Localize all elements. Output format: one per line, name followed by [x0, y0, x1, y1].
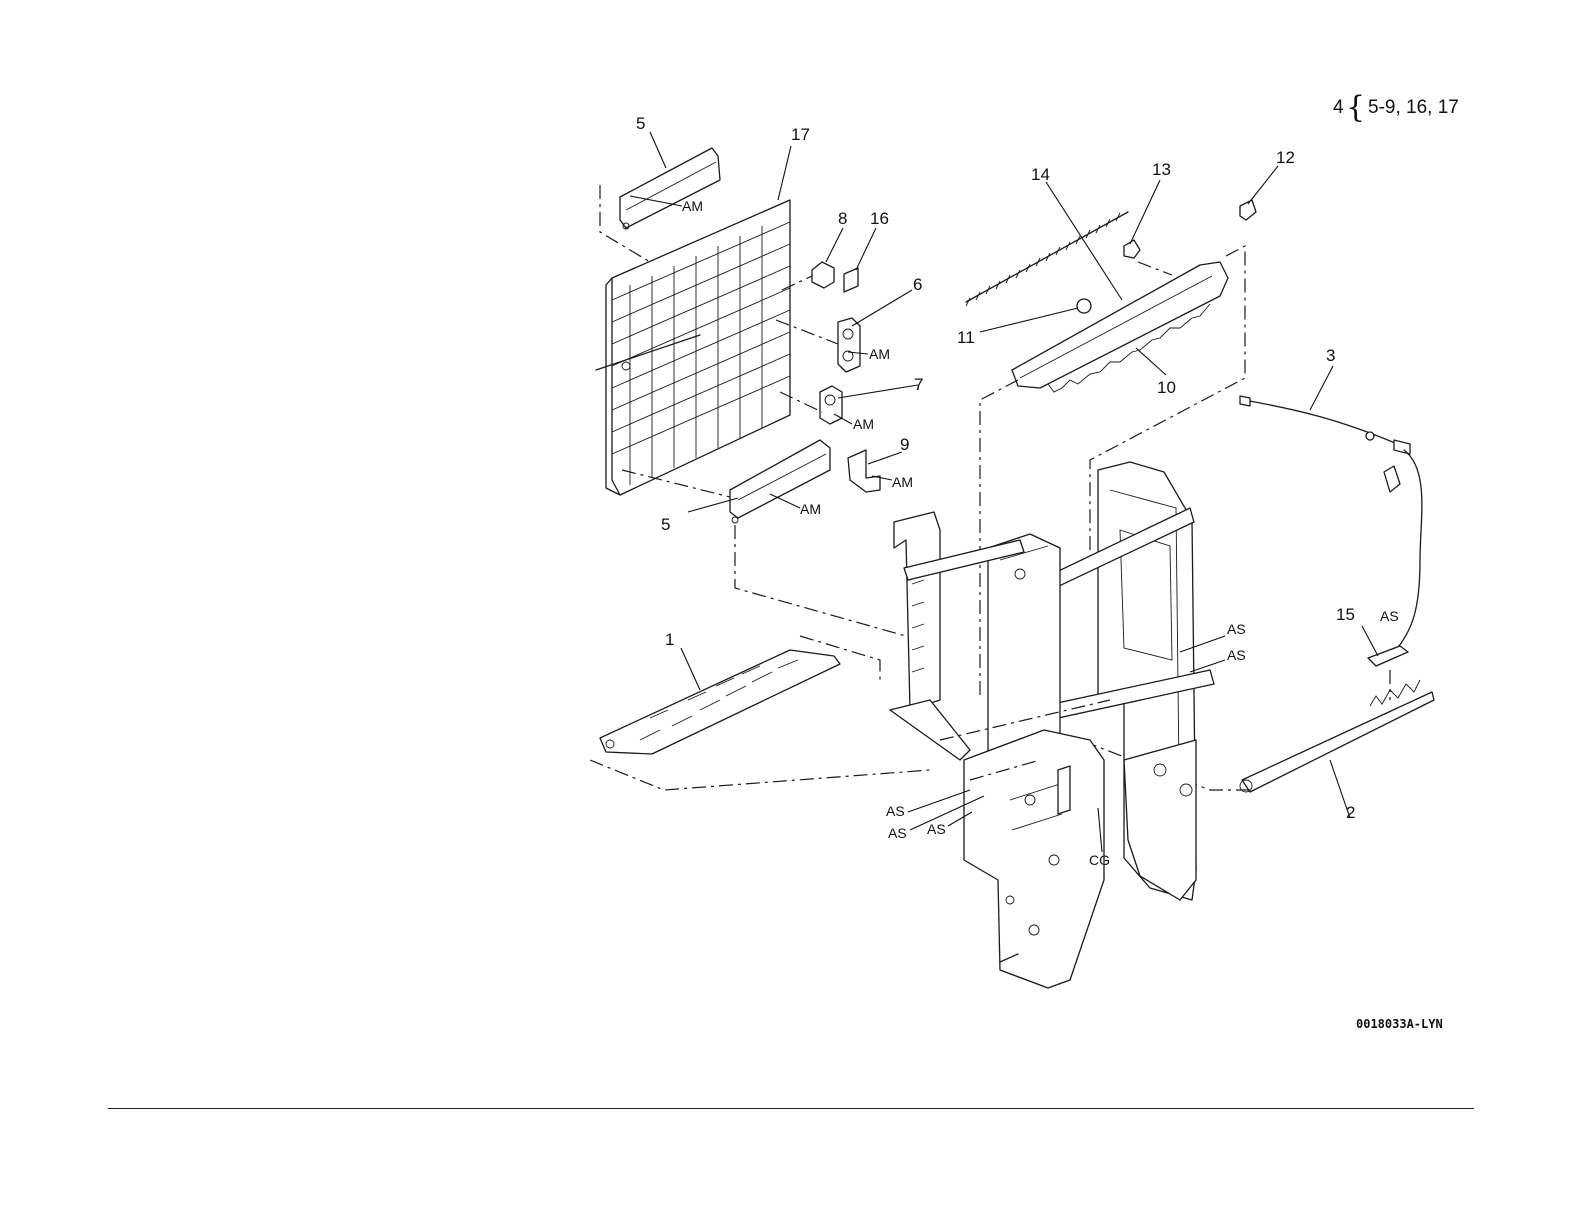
- code-as-4: AS: [886, 803, 905, 819]
- part-6-bracket: [838, 318, 860, 372]
- part-17-rear-cover: [596, 200, 790, 495]
- part-9-bracket: [848, 450, 880, 492]
- part-16-label-plate: [844, 268, 858, 292]
- part-1-bottom-plate: [600, 650, 840, 754]
- code-am-4: AM: [892, 474, 913, 490]
- part-8-block: [812, 262, 834, 288]
- callout-8: 8: [838, 209, 847, 228]
- code-cg: CG: [1089, 852, 1110, 868]
- header-qty: 4: [1333, 97, 1344, 118]
- callout-7: 7: [914, 375, 923, 394]
- main-frame: [890, 462, 1214, 988]
- callout-16: 16: [870, 209, 889, 228]
- footer-divider: [108, 1108, 1474, 1109]
- part-14-brush: [966, 212, 1128, 306]
- code-am-1: AM: [682, 198, 703, 214]
- callout-17: 17: [791, 125, 810, 144]
- callout-3: 3: [1326, 346, 1335, 365]
- callout-11: 11: [957, 328, 975, 347]
- callout-14: 14: [1031, 165, 1050, 184]
- code-am-5: AM: [800, 501, 821, 517]
- part-10-upper-guide: [1012, 200, 1256, 392]
- callout-2: 2: [1346, 803, 1355, 822]
- callout-13: 13: [1152, 160, 1171, 179]
- code-as-1: AS: [1380, 608, 1399, 624]
- code-am-3: AM: [853, 416, 874, 432]
- code-as-3: AS: [1227, 647, 1246, 663]
- part-7-bracket: [820, 386, 842, 424]
- part-2-rail: [1240, 680, 1434, 792]
- header-brace: {: [1346, 90, 1365, 125]
- callout-15: 15: [1336, 605, 1355, 624]
- code-am-2: AM: [869, 346, 890, 362]
- figure-id: 0018033A-LYN: [1356, 1017, 1443, 1031]
- callout-12: 12: [1276, 148, 1295, 167]
- callout-10: 10: [1157, 378, 1176, 397]
- callout-1: 1: [665, 630, 674, 649]
- header-items: 5-9, 16, 17: [1368, 97, 1459, 118]
- callout-5-upper: 5: [636, 114, 645, 133]
- callout-9: 9: [900, 435, 909, 454]
- header-quantity-note: 4 { 5-9, 16, 17: [1333, 90, 1459, 125]
- part-5-upper-brace: [620, 148, 720, 229]
- callout-5-lower: 5: [661, 515, 670, 534]
- code-as-2: AS: [1227, 621, 1246, 637]
- code-as-6: AS: [927, 821, 946, 837]
- callout-6: 6: [913, 275, 922, 294]
- code-as-5: AS: [888, 825, 907, 841]
